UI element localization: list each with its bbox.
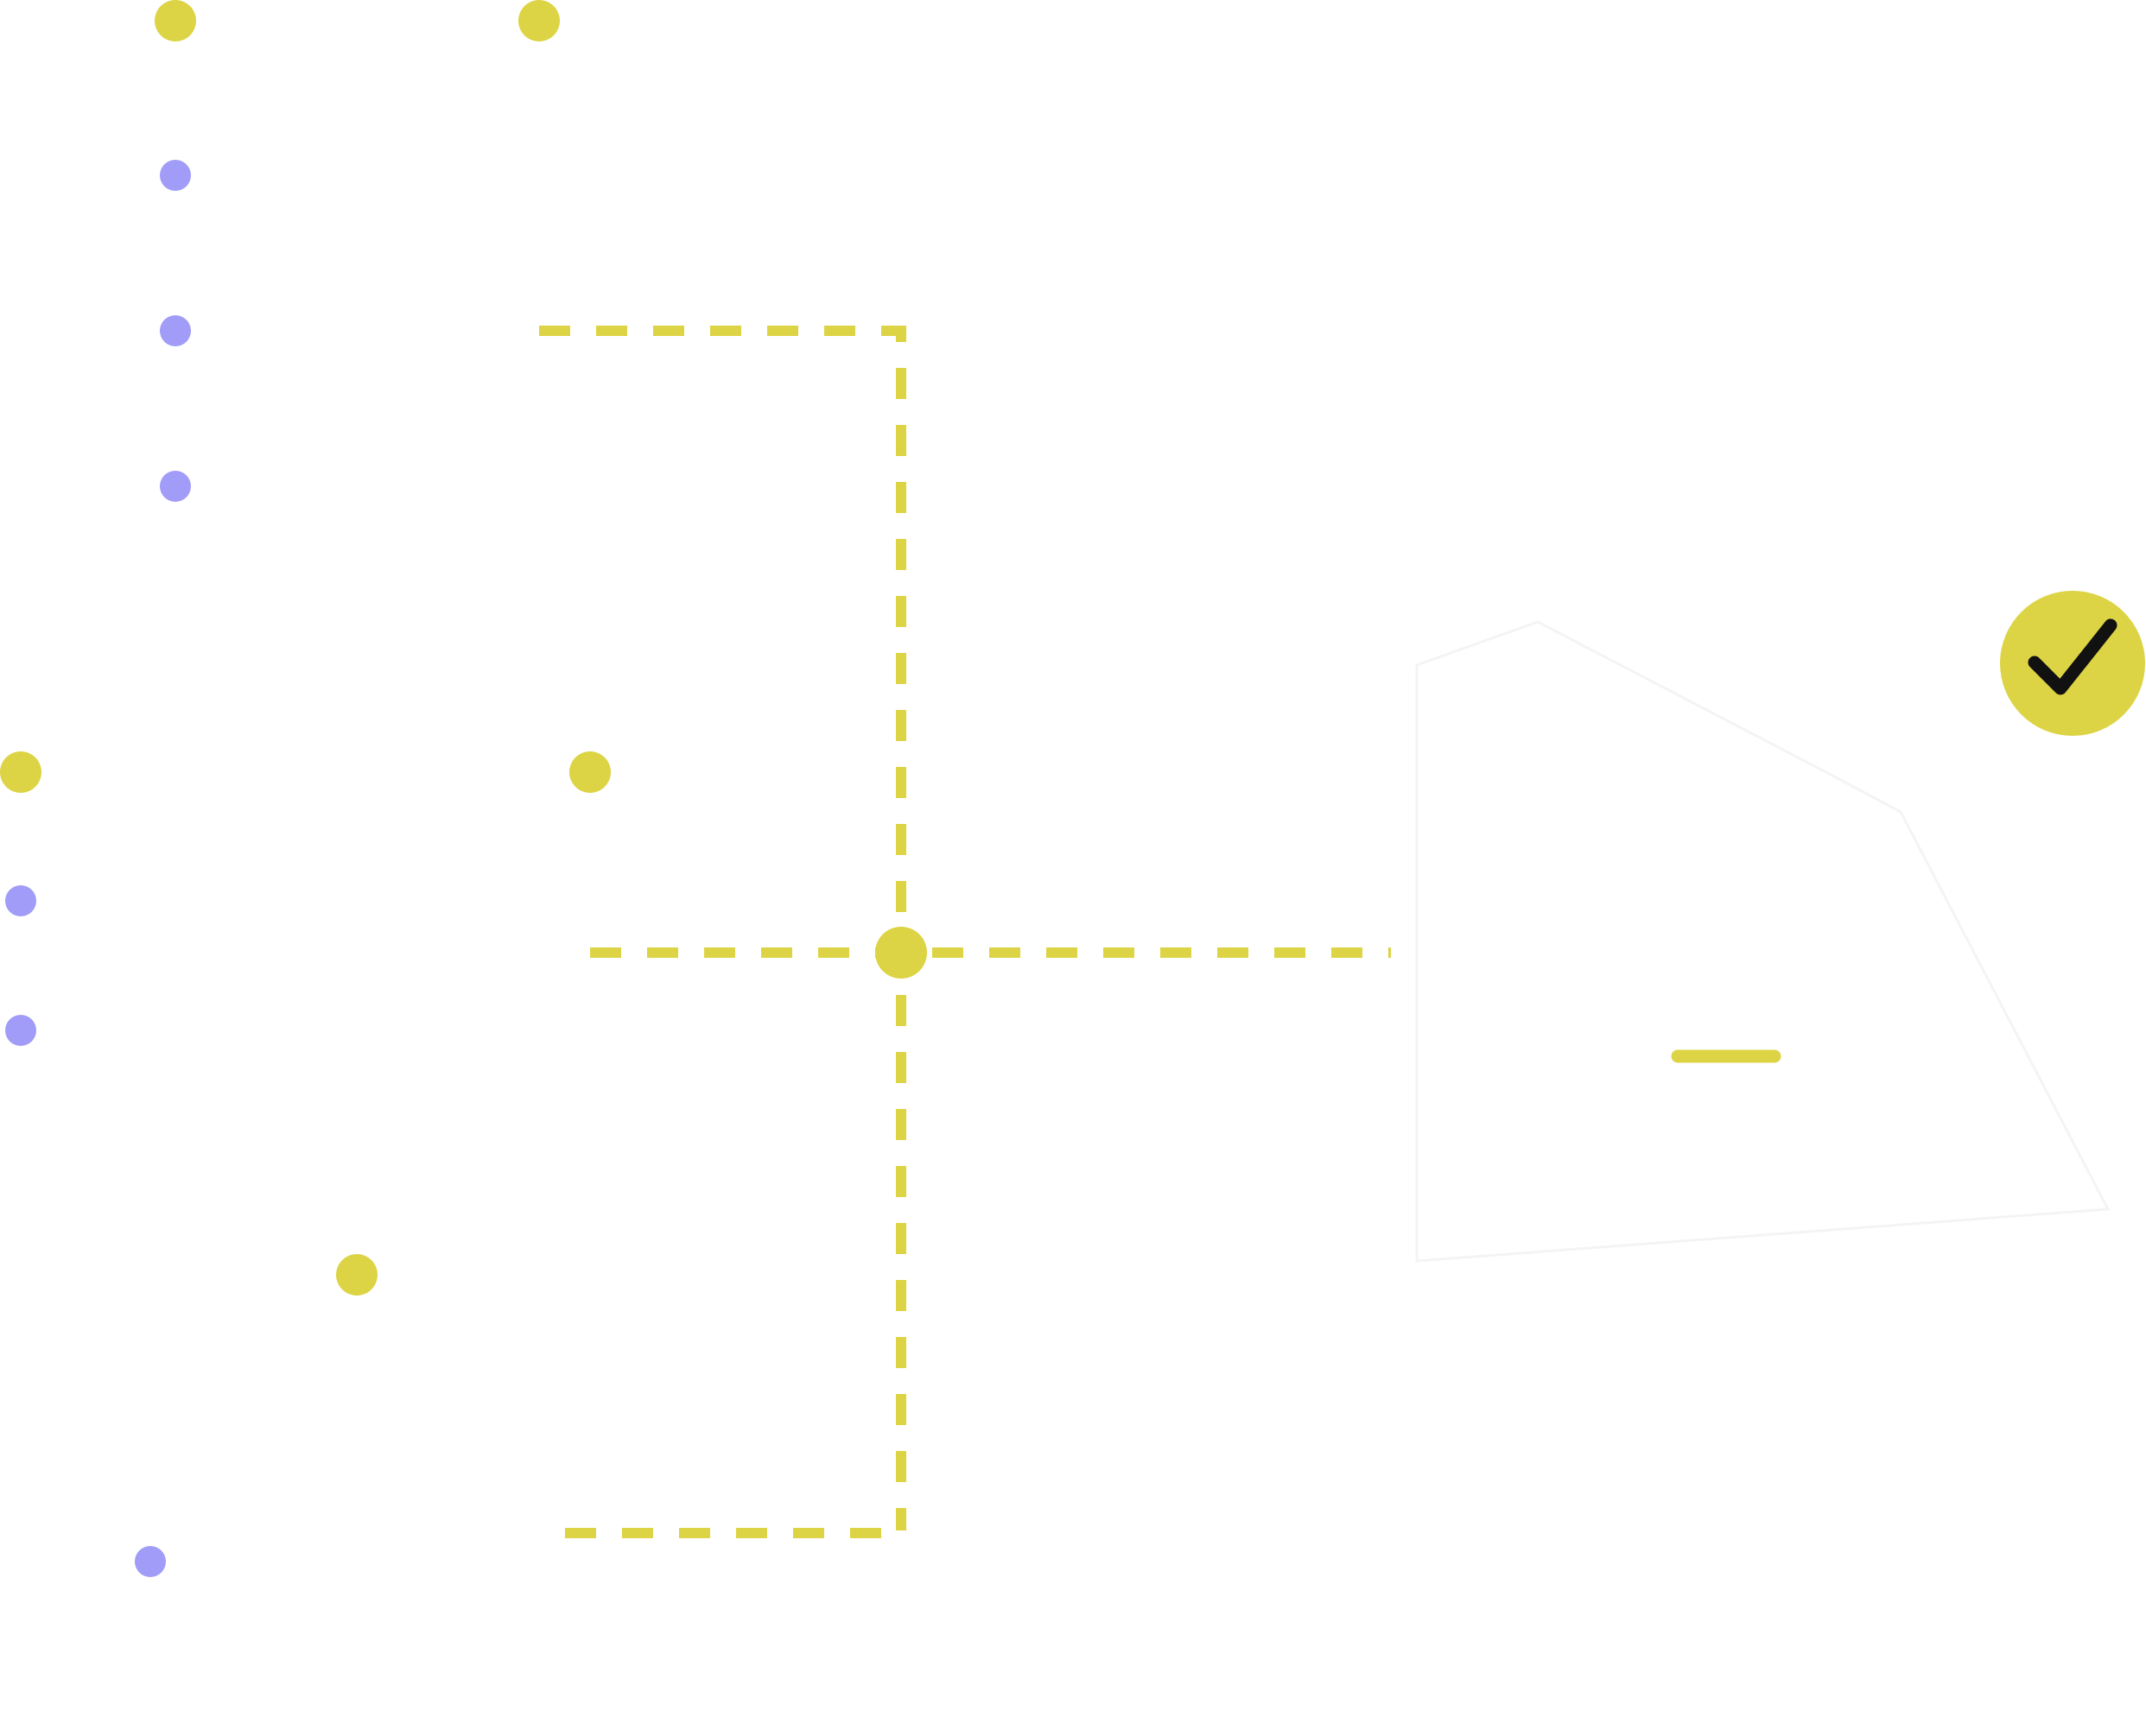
violet-node bbox=[5, 1015, 36, 1046]
node-group-a bbox=[155, 0, 560, 502]
dashed-connectors bbox=[539, 326, 1391, 1538]
junction-node bbox=[875, 927, 927, 979]
violet-node bbox=[160, 160, 191, 191]
violet-node bbox=[135, 1546, 166, 1577]
yellow-node bbox=[0, 751, 41, 793]
yellow-node bbox=[336, 1254, 378, 1296]
yellow-node bbox=[518, 0, 560, 41]
violet-node bbox=[160, 471, 191, 502]
check-icon bbox=[2028, 618, 2117, 695]
status-badge bbox=[2000, 591, 2145, 736]
connector-top-branch bbox=[539, 326, 906, 1530]
yellow-node bbox=[155, 0, 196, 41]
violet-node bbox=[5, 885, 36, 916]
node-group-b bbox=[0, 751, 611, 1046]
node-group-c bbox=[135, 1254, 378, 1577]
faint-card bbox=[1415, 620, 2111, 1263]
violet-node bbox=[160, 315, 191, 346]
yellow-node bbox=[569, 751, 611, 793]
